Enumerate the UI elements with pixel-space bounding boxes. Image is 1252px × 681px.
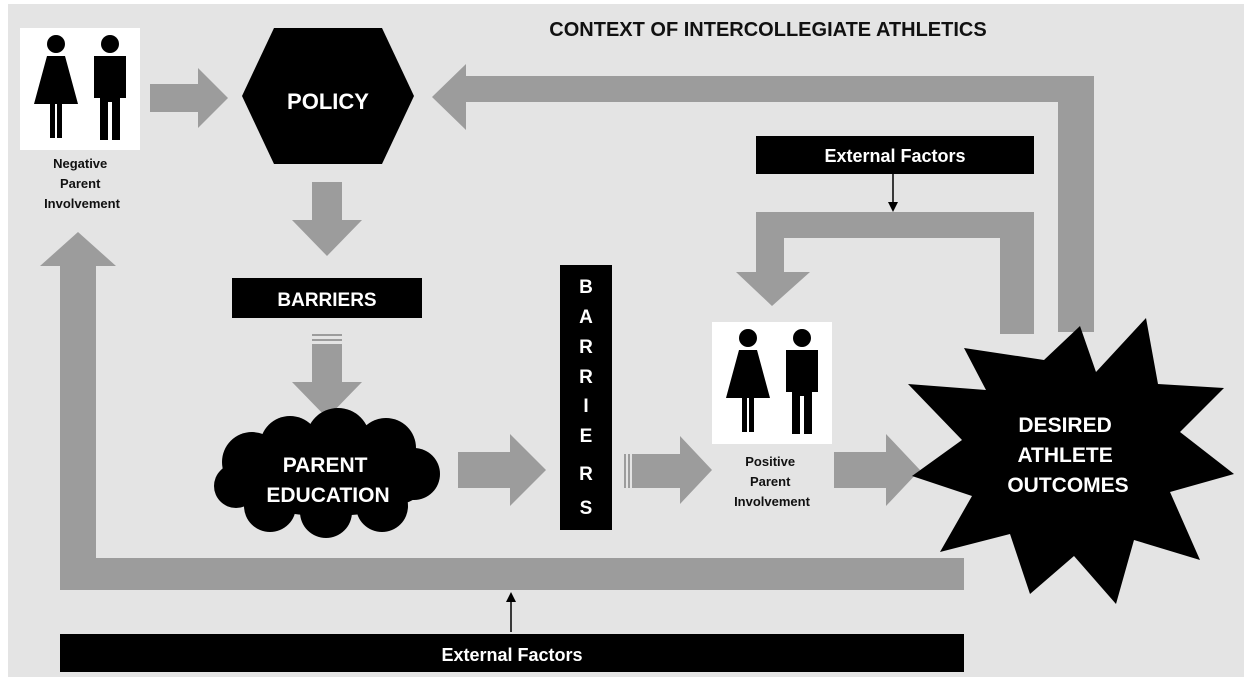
negative-parent-figures [20, 28, 140, 150]
svg-text:E: E [580, 426, 593, 447]
desired-outcomes-starburst [908, 318, 1234, 604]
positive-involvement-label: Positive Parent Involvement [734, 454, 811, 509]
svg-text:R: R [579, 464, 593, 485]
arrow-education-to-barriers [458, 434, 546, 506]
policy-hexagon [242, 28, 414, 164]
barriers-label: BARRIERS [277, 290, 376, 311]
svg-text:S: S [580, 498, 593, 519]
external-factors-bottom-pointer [506, 592, 516, 632]
policy-label: POLICY [287, 89, 369, 114]
parent-education-label: PARENT EDUCATION [266, 454, 389, 507]
external-factors-top-label: External Factors [824, 146, 965, 166]
svg-text:A: A [579, 307, 593, 328]
parent-education-cloud [214, 408, 440, 538]
arrow-positive-to-outcomes [834, 434, 920, 506]
svg-text:I: I [583, 396, 588, 417]
barriers-vertical-label: B A R R I E R S [579, 277, 593, 519]
desired-outcomes-label: DESIRED ATHLETE OUTCOMES [1007, 414, 1128, 497]
external-factors-top-pointer [888, 174, 898, 212]
top-feedback-arrow [432, 64, 1094, 332]
arrow-barriers-to-education [292, 334, 362, 418]
external-factors-bottom-box [60, 634, 964, 672]
negative-involvement-label: Negative Parent Involvement [44, 156, 121, 211]
external-factors-top-box [756, 136, 1034, 174]
diagram-title: CONTEXT OF INTERCOLLEGIATE ATHLETICS [549, 19, 986, 41]
arrow-barriers-to-positive [624, 436, 712, 504]
positive-parent-figures [712, 322, 832, 444]
arrow-negative-to-policy [150, 68, 228, 128]
svg-text:R: R [579, 367, 593, 388]
barriers-box [232, 278, 422, 318]
svg-text:B: B [579, 277, 593, 298]
svg-text:R: R [579, 337, 593, 358]
inner-feedback-arrow [736, 212, 1034, 334]
external-factors-bottom-label: External Factors [441, 645, 582, 665]
barriers-vertical-box [560, 265, 612, 530]
arrow-policy-to-barriers [292, 182, 362, 256]
